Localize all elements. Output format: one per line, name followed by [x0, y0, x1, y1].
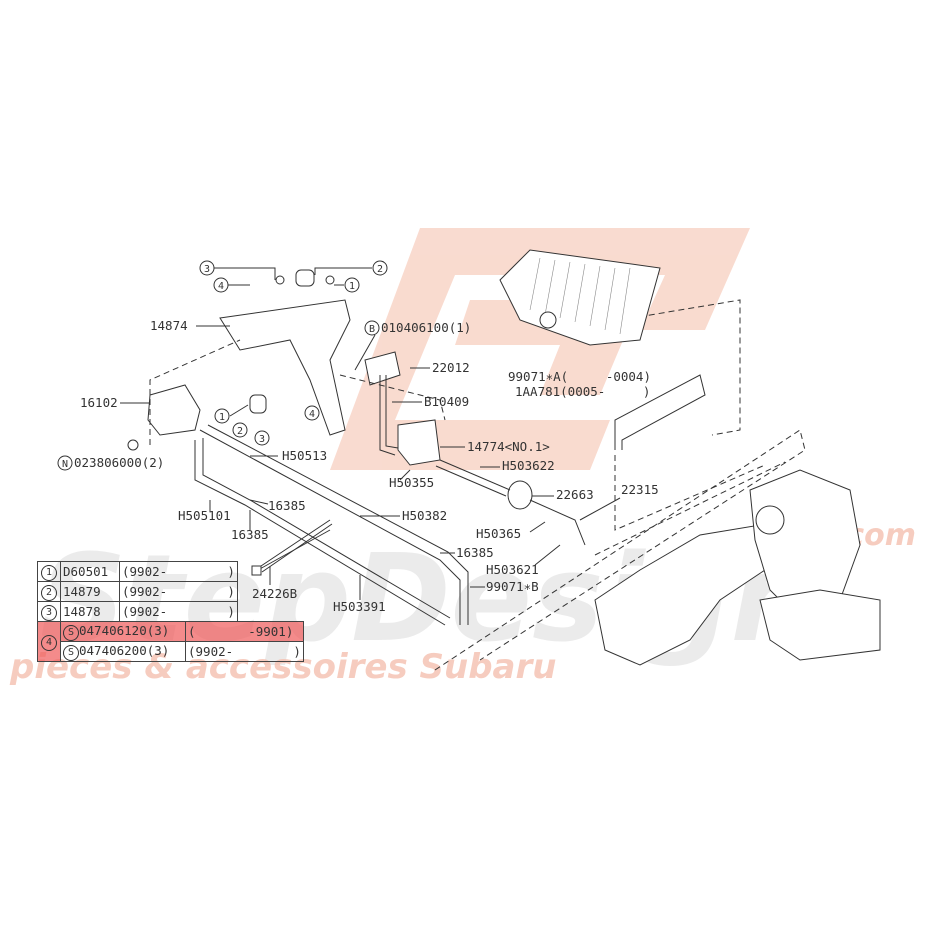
legend-row: 1 D60501 (9902- ) — [37, 561, 238, 582]
svg-text:B: B — [369, 324, 375, 335]
intercooler-fitting — [539, 311, 557, 329]
intake-pipe — [594, 524, 781, 666]
grommet-2 — [295, 269, 315, 287]
svg-text:2: 2 — [377, 264, 383, 275]
parts-legend-table: 1 D60501 (9902- ) 2 14879 (9902- ) 3 148… — [37, 561, 238, 622]
collar-3 — [275, 275, 285, 285]
solenoid-14774 — [397, 419, 441, 466]
intercooler-fins — [529, 257, 631, 335]
label-1AA781: 1AA781(0005- ) — [515, 384, 650, 399]
turbo-outlet — [755, 505, 785, 535]
label-24226B: 24226B — [252, 586, 297, 601]
svg-text:3: 3 — [259, 434, 265, 445]
s-icon: S — [63, 624, 79, 641]
s-icon: S — [63, 644, 79, 661]
manifold — [759, 589, 881, 661]
svg-text:4: 4 — [218, 281, 224, 292]
guide-lines — [149, 299, 806, 671]
solenoid-16102 — [147, 384, 201, 436]
label-22663: 22663 — [556, 487, 594, 502]
svg-text:N: N — [62, 459, 68, 470]
label-H50513: H50513 — [282, 448, 327, 463]
label-99071B: 99071∗B — [486, 579, 539, 594]
callout-3-top: 3 — [199, 260, 215, 276]
legend-range: (9902- ) — [119, 581, 238, 602]
legend-range: (9902- ) — [119, 601, 238, 622]
legend-part: D60501 — [60, 561, 120, 582]
legend-part: 14879 — [60, 581, 120, 602]
legend-ref: 3 — [41, 604, 57, 621]
cable-tie — [257, 519, 333, 573]
label-22012: 22012 — [432, 360, 470, 375]
callout-2: 2 — [232, 422, 248, 438]
cable-tie-head — [251, 565, 262, 576]
label-H505101: H505101 — [178, 508, 231, 523]
label-16102: 16102 — [80, 395, 118, 410]
label-16385-b: 16385 — [231, 527, 269, 542]
filter-22663 — [507, 480, 533, 510]
label-H503391: H503391 — [333, 599, 386, 614]
hoses — [194, 374, 706, 626]
legend-range: (9902- ) — [185, 641, 304, 662]
label-H503621: H503621 — [486, 562, 539, 577]
svg-text:2: 2 — [237, 426, 243, 437]
legend-part: 047406120(3) — [79, 622, 170, 638]
legend-range: (9902- ) — [119, 561, 238, 582]
label-14874: 14874 — [150, 318, 188, 333]
label-16385-c: 16385 — [456, 545, 494, 560]
legend-part: 047406200(3) — [79, 642, 170, 658]
label-B10409: B10409 — [424, 394, 469, 409]
svg-text:1: 1 — [219, 412, 225, 423]
label-99071A: 99071∗A( -0004) — [508, 369, 651, 384]
label-22315: 22315 — [621, 482, 659, 497]
legend-ref: 4 — [41, 634, 57, 651]
legend-ref: 2 — [41, 584, 57, 601]
label-H503622: H503622 — [502, 458, 555, 473]
callout-n: N — [57, 455, 73, 471]
callout-1-top: 1 — [344, 277, 360, 293]
legend-ref: 1 — [41, 564, 57, 581]
label-010406100: 010406100(1) — [381, 320, 471, 335]
label-14774: 14774<NO.1> — [467, 439, 550, 454]
leader-lines — [120, 267, 621, 600]
legend-row: 3 14878 (9902- ) — [37, 601, 238, 622]
callout-4-top: 4 — [213, 277, 229, 293]
svg-text:3: 3 — [204, 264, 210, 275]
label-H50382: H50382 — [402, 508, 447, 523]
svg-text:1: 1 — [349, 281, 355, 292]
callout-2-top: 2 — [372, 260, 388, 276]
legend-part: 14878 — [60, 601, 120, 622]
label-H50355: H50355 — [389, 475, 434, 490]
bracket-14874 — [219, 299, 351, 436]
callout-4: 4 — [304, 405, 320, 421]
svg-text:4: 4 — [309, 409, 315, 420]
legend-range: ( -9901) — [185, 621, 304, 642]
callout-b: B — [364, 320, 380, 336]
sensor-22012 — [364, 351, 401, 386]
label-023806000: 023806000(2) — [74, 455, 164, 470]
legend-row: 2 14879 (9902- ) — [37, 581, 238, 602]
label-16385-a: 16385 — [268, 498, 306, 513]
callout-3: 3 — [254, 430, 270, 446]
grommet-2b — [249, 394, 267, 414]
callout-1: 1 — [214, 408, 230, 424]
nut-icon — [127, 439, 139, 451]
label-H50365: H50365 — [476, 526, 521, 541]
washer-1 — [325, 275, 335, 285]
